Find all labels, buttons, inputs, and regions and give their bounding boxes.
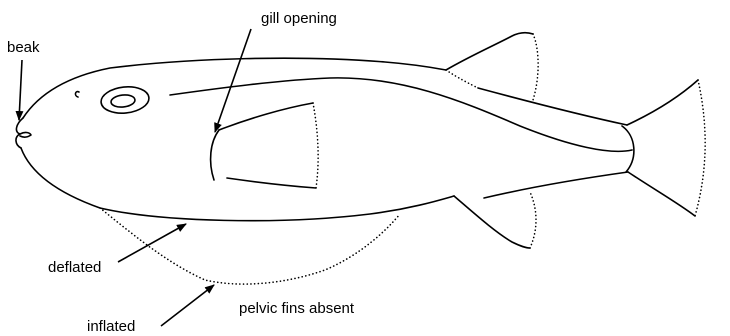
inflated-arrow: [161, 285, 214, 326]
fish-belly-outline: [21, 148, 454, 221]
pelvic-fins-absent-label: pelvic fins absent: [239, 300, 355, 317]
nostril: [75, 92, 79, 97]
beak: [16, 118, 31, 148]
anal-fin: [454, 192, 536, 248]
deflated-arrow: [118, 224, 186, 262]
pectoral-fin: [219, 103, 318, 188]
fish-body: [21, 58, 634, 220]
lateral-line: [170, 78, 632, 151]
caudal-peduncle: [622, 126, 634, 172]
fish-belly-rear-outline: [484, 172, 628, 198]
gill-opening: [211, 130, 219, 180]
beak-arrow: [19, 60, 22, 120]
fish-back-outline: [23, 58, 446, 118]
inflated-label: inflated: [87, 318, 135, 335]
beak-label: beak: [7, 39, 40, 56]
gill-opening-label: gill opening: [261, 10, 337, 27]
caudal-fin: [627, 80, 705, 216]
deflated-label: deflated: [48, 259, 101, 276]
gill-opening-arrow: [215, 29, 251, 132]
fish-back-rear-outline: [478, 88, 627, 125]
eye: [100, 85, 150, 116]
